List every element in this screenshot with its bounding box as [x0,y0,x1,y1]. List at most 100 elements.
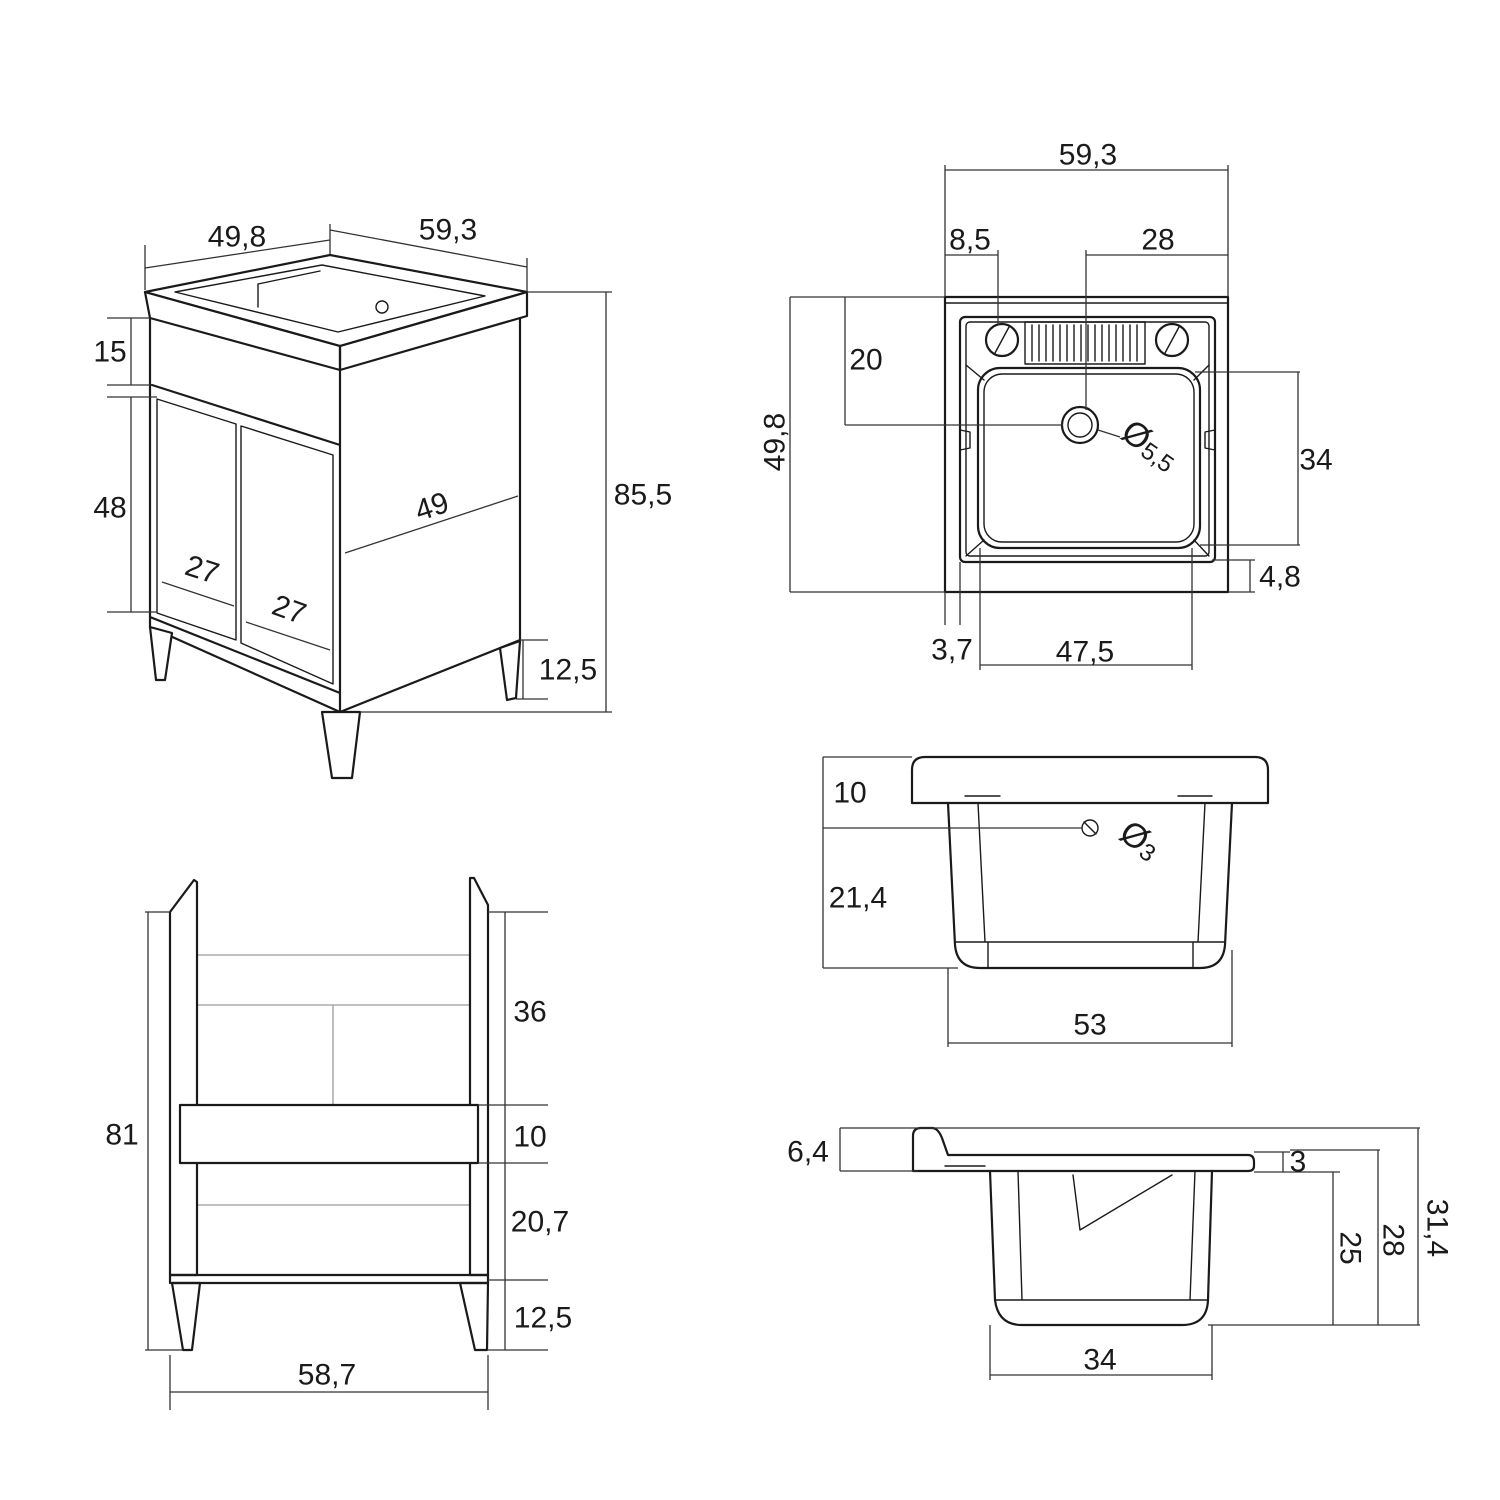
overall-extension-lines [840,1127,1420,1326]
overflow-hole [375,300,389,314]
basin-width-label: 53 [1073,1009,1106,1042]
door-width-dimension-lines [161,581,331,651]
basin-inner-wall [257,270,321,308]
basin-width-dimension-line [947,950,1233,1047]
basin-bowl [946,801,1234,970]
side-depth-label: 49 [411,486,453,528]
leg-back-right [498,639,522,702]
lip-height-dimension-line [822,756,1082,829]
backsplash-height-label: 6,4 [787,1136,829,1169]
tap-hole-left-slash [994,326,1010,354]
basin-bowl-profile [988,1169,1214,1327]
right-height-dimension-lines [478,911,548,1351]
door-height-label: 48 [93,492,126,525]
countertop-side-edge [338,290,529,372]
left-door [156,398,237,641]
bowl-width-label: 47,5 [1056,636,1114,669]
washboard [1024,321,1146,365]
tap-hole-right-slash [1164,326,1180,354]
front-rim-dimension-line [1212,559,1255,593]
bowl-height-label: 21,4 [829,882,887,915]
right-side-panel [468,876,490,1277]
drain-diameter-leader [1097,429,1121,438]
lower-height-label: 20,7 [511,1206,569,1239]
leg-height-dimension-line [516,639,548,700]
leg-front-corner [320,710,362,780]
backsplash-height-dimension-line [839,1128,918,1172]
lip-height-label: 10 [833,777,866,810]
leg-right [458,1281,490,1352]
rim-height-dimension-line [1254,1151,1340,1173]
plan-view: 59,3 8,5 28 49,8 20 Ø5,5 34 4,8 3,7 47,5 [759,139,1333,670]
rim-outline [958,315,1217,564]
back-panel-lines [197,954,470,1206]
washboard-profile [1072,1174,1173,1231]
cabinet-side-face [338,316,522,714]
right-door [240,425,334,685]
washboard-ribs [1031,324,1138,362]
overall-height-label: 85,5 [614,479,672,512]
leg-front-left [148,625,174,682]
left-side-panel [168,878,199,1277]
left-offset-dimension-line [945,250,999,325]
right-door-width-label: 27 [268,589,311,631]
left-offset-label: 8,5 [949,224,991,257]
cabinet-front-view: 36 81 10 20,7 12,5 58,7 [105,876,572,1410]
overall-width-dimension-line [944,165,1229,297]
basin-side-view: 6,4 3 25 28 31,4 34 [787,1126,1454,1380]
rim-to-bottom-label: 28 [1377,1223,1410,1256]
basin-bowl-inner-lines [994,1170,1209,1301]
leg-height-label: 12,5 [539,654,597,687]
drain-inner [1067,412,1093,438]
rail-height-dimension-line [107,317,150,386]
bowl-height-dimension-line [822,828,958,969]
overall-height-dimension-line [360,291,612,713]
bowl-width-dimension-line [979,548,1193,670]
overall-height-label: 81 [105,1119,138,1152]
side-depth-dimension-line [344,495,519,554]
upper-height-label: 36 [513,996,546,1029]
bowl-outline [976,366,1202,550]
overall-depth-dimension-line [789,296,945,593]
basin-front-view: 10 Ø3 21,4 53 [822,755,1270,1047]
rail-height-label: 15 [93,336,126,369]
overall-height-dimension-line [145,911,183,1351]
bowl-height-label: 25 [1334,1231,1367,1264]
countertop-front-edge [143,290,342,372]
drain-offset-back-label: 20 [849,344,882,377]
rail-height-label: 10 [513,1121,546,1154]
overall-width-dimension-line [169,1355,489,1410]
top-front-width-dimension-line [329,229,528,292]
overall-depth-label: 49,8 [759,413,792,471]
drain-offset-back-dimension-line [844,297,1063,426]
leg-left [170,1281,202,1352]
basin-top-profile [911,1126,1256,1173]
basin-top-lip [910,755,1270,805]
base-strip [168,1273,490,1285]
overall-width-label: 59,3 [1059,139,1117,172]
cabinet-front-face [148,316,342,714]
rim-height-label: 3 [1290,1146,1307,1179]
drain-offset-right-label: 28 [1141,224,1174,257]
tap-hole-right [1154,322,1190,358]
washboard-outline [1024,321,1146,365]
left-door-width-label: 27 [181,549,223,591]
leg-height-label: 12,5 [514,1302,572,1335]
bowl-depth-dimension-line [1195,371,1300,546]
bowl-depth-label: 34 [1299,444,1332,477]
basin-inner-lines [954,795,1226,969]
door-height-dimension-line [107,396,157,613]
tap-hole-left [984,322,1020,358]
bowl-corner-lines [959,364,1216,557]
bowl-floor-outline [983,373,1195,543]
overflow-diameter-label: Ø3 [1113,813,1168,867]
front-rim-label: 4,8 [1259,561,1301,594]
top-side-width-dimension-line [144,224,331,290]
overall-width-label: 58,7 [298,1359,356,1392]
basin-opening [174,264,486,333]
front-rail [178,1103,480,1165]
bowl-width-dimension-line [989,1325,1213,1380]
overflow-hole-slash [1083,821,1097,835]
side-rim-dimension-line [944,562,961,625]
